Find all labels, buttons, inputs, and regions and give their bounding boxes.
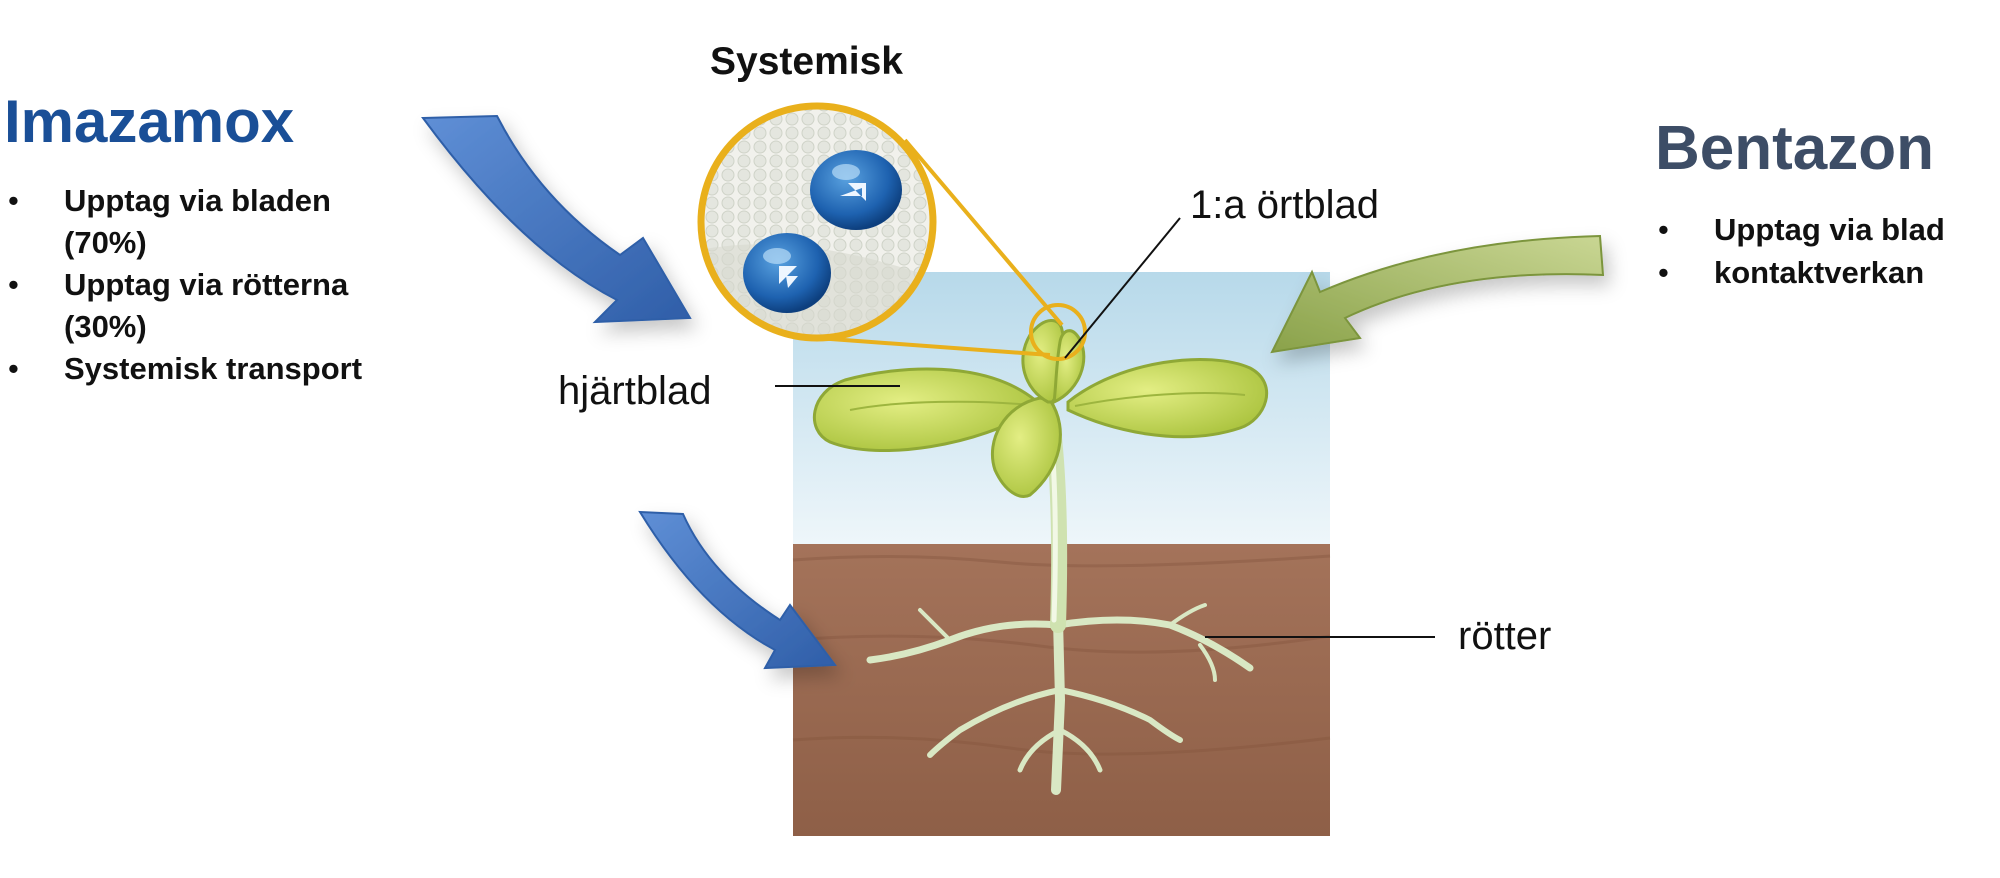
bentazon-arrow — [1270, 234, 1605, 354]
cotyledon-left — [813, 367, 1037, 452]
magnifier-title: Systemisk — [710, 40, 903, 83]
cotyledon-right — [1066, 357, 1269, 439]
first-leaf-leader — [1064, 217, 1181, 359]
list-item: Upptag via blad — [1650, 208, 2000, 251]
water-droplet-lower — [743, 233, 831, 313]
roots — [866, 603, 1254, 795]
bentazon-bullets: Upptag via blad kontaktverkan — [1650, 208, 2000, 294]
water-droplet-upper — [810, 150, 902, 230]
imazamox-title: Imazamox — [4, 88, 295, 155]
list-item: Upptag via bladen (70%) — [0, 180, 420, 264]
cotyledon-label: hjärtblad — [558, 369, 712, 413]
list-item: Upptag via rötterna (30%) — [0, 264, 420, 348]
imazamox-bullets: Upptag via bladen (70%) Upptag via rötte… — [0, 180, 420, 390]
first-leaf-label: 1:a örtblad — [1190, 183, 1380, 227]
imazamox-root-arrow — [638, 510, 837, 670]
bentazon-title: Bentazon — [1655, 114, 1934, 183]
list-item: kontaktverkan — [1650, 251, 2000, 294]
imazamox-leaf-arrow — [421, 114, 692, 324]
roots-label: rötter — [1458, 614, 1552, 658]
leaf-lower — [990, 396, 1062, 498]
list-item: Systemisk transport — [0, 348, 420, 390]
